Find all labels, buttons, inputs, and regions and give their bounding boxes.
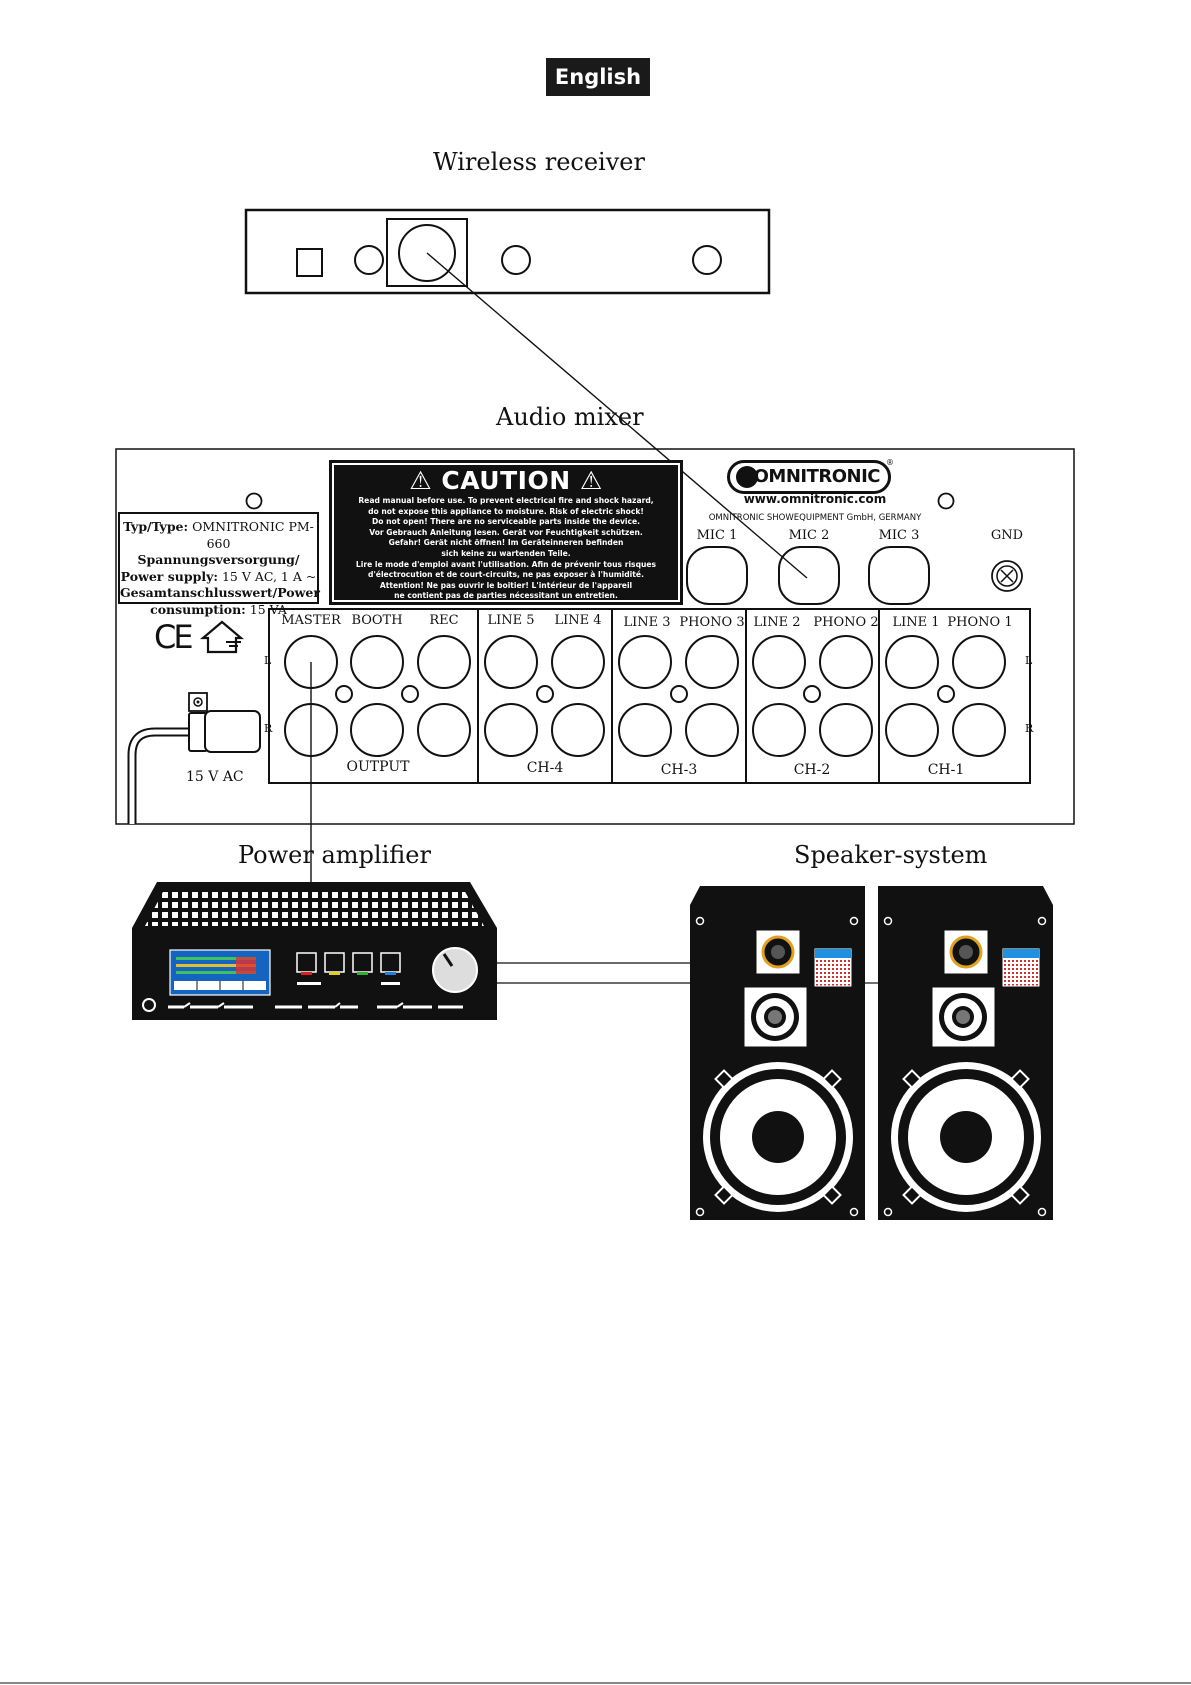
mic1-label: MIC 3 [878, 528, 920, 543]
supply-label-de: Spannungsversorgung/ [137, 552, 300, 567]
manufacturer: OMNITRONIC SHOWEQUIPMENT GmbH, GERMANY [708, 513, 922, 523]
mic3-label: MIC 1 [696, 528, 738, 543]
phono1-label: PHONO 1 [947, 615, 1013, 630]
output-caption: OUTPUT [346, 759, 410, 775]
type-label: Typ/Type: [123, 519, 189, 534]
line3-label: LINE 3 [623, 615, 671, 630]
rec-label: REC [429, 613, 459, 628]
consumption-value: 15 VA [249, 601, 287, 617]
type-value: OMNITRONIC PM-660 [192, 519, 314, 551]
consumption-label-de: Gesamtanschlusswert/Power [120, 585, 320, 600]
registered-mark: ® [886, 458, 894, 467]
booth-label: BOOTH [351, 613, 403, 628]
line2-label: LINE 2 [753, 615, 801, 630]
amp-button-green [357, 972, 368, 975]
caution-text: Read manual before use. To prevent elect… [355, 496, 657, 601]
phono2-label: PHONO 2 [813, 615, 879, 630]
gnd-label: GND [990, 528, 1024, 543]
ce-mark: CE [154, 618, 194, 656]
power-input-label: 15 V AC [186, 769, 244, 785]
line5-label: LINE 5 [487, 613, 535, 628]
amp-button-blue [385, 972, 396, 975]
ch1-caption: CH-1 [927, 762, 965, 778]
left-channel-label: L [1025, 654, 1033, 667]
language-badge: English [546, 58, 650, 96]
wireless-receiver-device [244, 208, 771, 295]
power-amplifier-title: Power amplifier [238, 841, 431, 869]
amp-button-yellow [329, 972, 340, 975]
brand-url: www.omnitronic.com [743, 492, 887, 506]
right-channel-label: R [264, 722, 273, 735]
line1-label: LINE 1 [892, 615, 940, 630]
right-channel-label: R [1025, 722, 1034, 735]
left-channel-label: L [264, 654, 272, 667]
speaker-right [878, 886, 1053, 1220]
brand-logo-icon [736, 466, 758, 488]
master-label: MASTER [281, 613, 341, 628]
supply-label: Power supply: [120, 568, 218, 584]
power-amplifier-device [132, 882, 497, 1020]
ch4-caption: CH-4 [526, 760, 564, 776]
wireless-receiver-title: Wireless receiver [433, 148, 645, 176]
consumption-label: consumption: [150, 601, 246, 617]
ch3-caption: CH-3 [660, 762, 698, 778]
ch2-caption: CH-2 [793, 762, 831, 778]
warning-icon: ⚠ [579, 466, 603, 495]
phono3-label: PHONO 3 [679, 615, 745, 630]
speaker-system-title: Speaker-system [794, 841, 988, 869]
mic2-label: MIC 2 [788, 528, 830, 543]
speaker-left [690, 886, 865, 1220]
supply-value: 15 V AC, 1 A ~ [221, 568, 317, 584]
wireless-to-mic2-line [426, 252, 808, 579]
caution-title: CAUTION [441, 466, 571, 495]
amp-button-red [301, 972, 312, 975]
line4-label: LINE 4 [554, 613, 602, 628]
type-plate: Typ/Type: OMNITRONIC PM-660 Spannungsver… [118, 512, 320, 617]
warning-icon: ⚠ [409, 466, 433, 495]
brand-logo: OMNITRONIC [727, 460, 891, 494]
caution-label: ⚠ CAUTION ⚠ Read manual before use. To p… [329, 460, 683, 605]
